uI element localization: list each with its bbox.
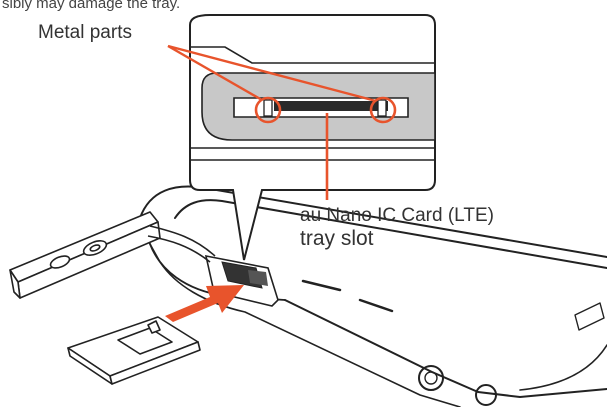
- tray-tether: [149, 225, 216, 257]
- top-note: sibly may damage the tray.: [2, 0, 180, 12]
- tray-cover: [9, 211, 161, 299]
- slot-name-label: au Nano IC Card (LTE): [300, 205, 494, 226]
- metal-parts-leaders: [167, 44, 377, 103]
- slot-suffix-label: tray slot: [300, 227, 374, 250]
- metal-part-highlight-right: [369, 96, 397, 124]
- metal-part-highlight-left: [254, 96, 282, 124]
- insert-arrow: [165, 285, 244, 322]
- zoom-callout: [189, 14, 436, 261]
- metal-parts-label: Metal parts: [38, 22, 132, 43]
- metal-contact-left: [263, 99, 273, 117]
- nano-card-tray: [67, 316, 201, 385]
- metal-contact-right: [377, 99, 387, 117]
